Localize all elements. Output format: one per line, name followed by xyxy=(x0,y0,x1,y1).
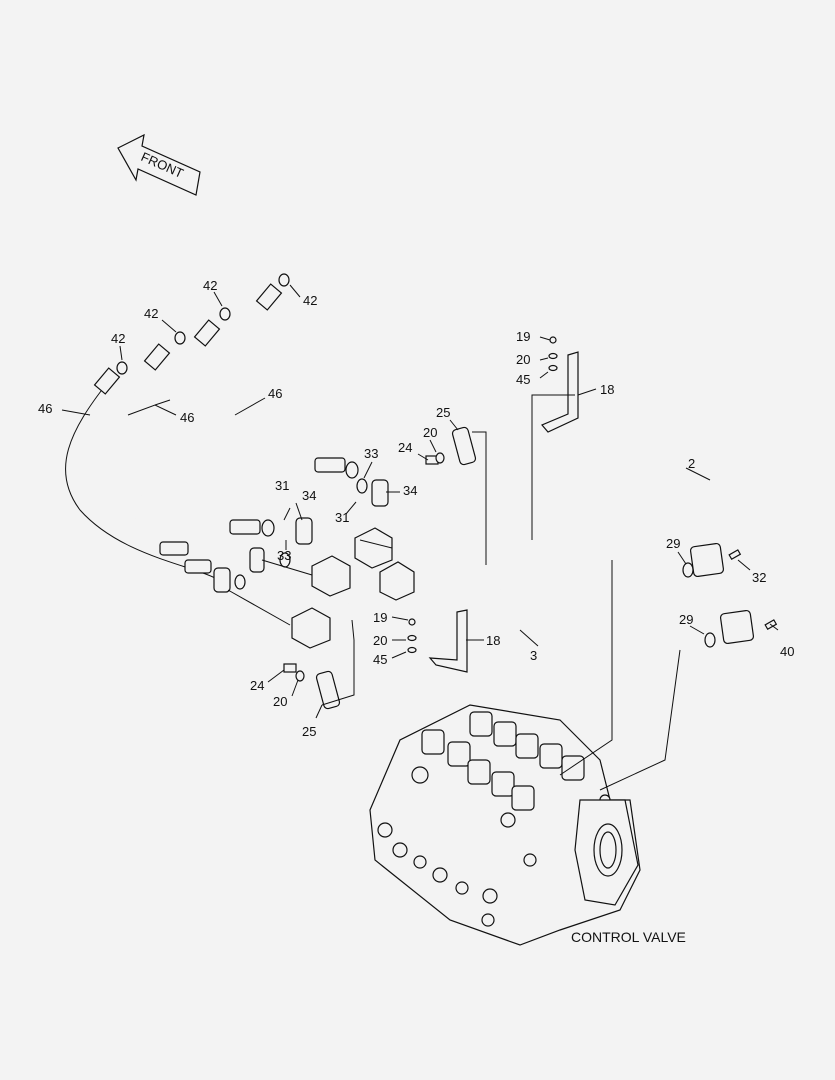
callout-33: 33 xyxy=(277,548,291,563)
callout-34: 34 xyxy=(403,483,417,498)
callout-20: 20 xyxy=(516,352,530,367)
flange-fittings xyxy=(213,478,389,593)
callout-20: 20 xyxy=(273,694,287,709)
callout-31: 31 xyxy=(275,478,289,493)
callout-45: 45 xyxy=(516,372,530,387)
callout-29: 29 xyxy=(666,536,680,551)
callout-18: 18 xyxy=(600,382,614,397)
callout-45: 45 xyxy=(373,652,387,667)
o-ring-42 xyxy=(219,307,231,321)
bracket-18-bottom xyxy=(407,609,468,673)
pipe-2 xyxy=(381,448,731,563)
flange-32 xyxy=(682,542,742,578)
callout-3: 3 xyxy=(530,648,537,663)
pipe-clamp-blocks xyxy=(291,527,415,649)
callout-42: 42 xyxy=(111,331,125,346)
callout-46: 46 xyxy=(38,401,52,416)
callout-24: 24 xyxy=(398,440,412,455)
front-arrow-icon: FRONT xyxy=(117,133,201,196)
callout-34: 34 xyxy=(302,488,316,503)
callout-46: 46 xyxy=(268,386,282,401)
callout-20: 20 xyxy=(373,633,387,648)
callout-25: 25 xyxy=(436,405,450,420)
callout-29: 29 xyxy=(679,612,693,627)
callout-32: 32 xyxy=(752,570,766,585)
callout-31: 31 xyxy=(335,510,349,525)
clamp-25-bottom xyxy=(283,663,341,710)
callout-19: 19 xyxy=(516,329,530,344)
bracket-18-top xyxy=(541,336,579,433)
clamp-25-top xyxy=(425,426,477,466)
o-ring-42 xyxy=(116,361,128,375)
leader-lines xyxy=(61,284,779,791)
callout-19: 19 xyxy=(373,610,387,625)
control-valve-label: CONTROL VALVE xyxy=(571,929,686,945)
callout-42: 42 xyxy=(303,293,317,308)
callout-46: 46 xyxy=(180,410,194,425)
flange-40 xyxy=(704,609,778,648)
control-valve xyxy=(369,704,641,946)
callout-18: 18 xyxy=(486,633,500,648)
hoses-46 xyxy=(61,273,359,583)
callout-25: 25 xyxy=(302,724,316,739)
callout-20: 20 xyxy=(423,425,437,440)
callout-42: 42 xyxy=(144,306,158,321)
callout-labels: 42 42 42 42 46 46 46 19 20 45 18 25 20 2… xyxy=(38,278,794,739)
callout-24: 24 xyxy=(250,678,264,693)
callout-40: 40 xyxy=(780,644,794,659)
callout-42: 42 xyxy=(203,278,217,293)
pipe-3 xyxy=(326,567,747,721)
o-ring-42 xyxy=(278,273,290,287)
callout-2: 2 xyxy=(688,456,695,471)
callout-33: 33 xyxy=(364,446,378,461)
o-ring-42 xyxy=(174,331,186,345)
